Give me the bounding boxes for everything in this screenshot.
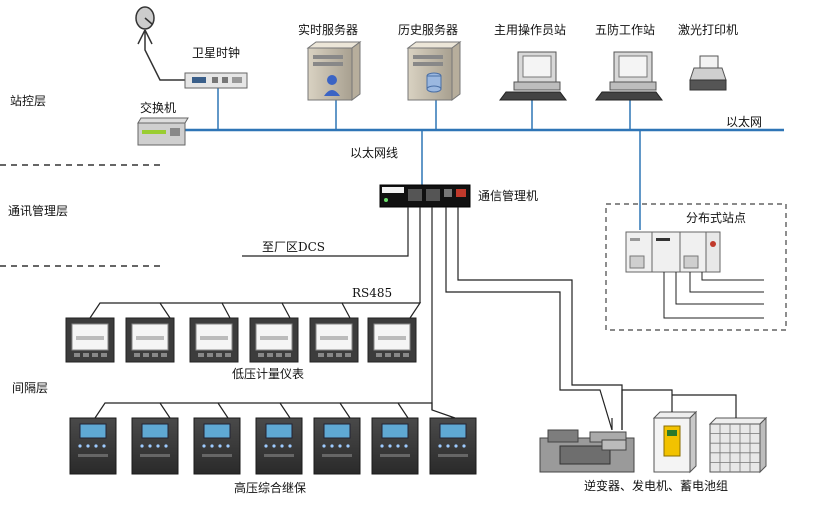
generator-icon — [539, 429, 635, 473]
switch-device — [137, 117, 189, 146]
hv-relay-icon — [429, 417, 477, 475]
layer-label-comm: 通讯管理层 — [8, 203, 68, 218]
inverter-cabinet-icon — [652, 410, 698, 474]
laser-printer-icon — [689, 55, 727, 91]
history-server-label: 历史服务器 — [398, 22, 458, 37]
lv-meter-icon — [367, 317, 417, 363]
operator-workstation-icon — [499, 51, 567, 101]
generation-group-label: 逆变器、发电机、蓄电池组 — [584, 478, 728, 493]
laser-printer-label: 激光打印机 — [678, 23, 738, 37]
battery-bank-icon — [708, 416, 768, 474]
hv-relay-chain — [94, 402, 456, 419]
lv-meters-label: 低压计量仪表 — [232, 367, 304, 381]
hv-relay-icon — [131, 417, 179, 475]
distributed-station-modules — [625, 231, 721, 273]
operator-station-label: 主用操作员站 — [494, 22, 566, 37]
hv-relay-icon — [69, 417, 117, 475]
switch-label: 交换机 — [140, 100, 176, 115]
bus-drops — [217, 88, 641, 230]
comm-manager-label: 通信管理机 — [478, 188, 538, 203]
satellite-dish-icon — [135, 6, 185, 81]
hv-relay-icon — [371, 417, 419, 475]
layer-label-station: 站控层 — [10, 94, 46, 108]
hv-relay-icon — [313, 417, 361, 475]
hv-relays — [69, 417, 477, 475]
lv-meters — [65, 317, 417, 363]
generation-wires — [611, 389, 737, 430]
gps-clock-device — [184, 72, 248, 89]
ethernet-cable-label: 以太网线 — [350, 145, 398, 160]
distributed-station-wires — [663, 272, 764, 319]
hv-relay-icon — [255, 417, 303, 475]
hv-relays-label: 高压综合继保 — [234, 480, 306, 495]
layer-separators — [0, 164, 160, 267]
five-defense-workstation-icon — [595, 51, 663, 101]
rs485-label: RS485 — [352, 286, 392, 300]
realtime-server-icon — [306, 41, 362, 101]
distributed-station-label: 分布式站点 — [686, 211, 746, 225]
lv-meter-icon — [125, 317, 175, 363]
distributed-station-box — [605, 203, 787, 331]
hv-relay-icon — [193, 417, 241, 475]
dcs-label: 至厂区DCS — [262, 240, 325, 254]
rs485-trunks — [419, 207, 623, 431]
gps-clock-label: 卫星时钟 — [192, 45, 240, 60]
ethernet-label: 以太网 — [726, 114, 762, 129]
lv-meter-icon — [249, 317, 299, 363]
lv-meter-icon — [65, 317, 115, 363]
comm-manager-device — [379, 184, 471, 208]
history-server-icon — [406, 41, 462, 101]
lv-meter-icon — [189, 317, 239, 363]
lv-meter-chain — [89, 302, 422, 319]
realtime-server-label: 实时服务器 — [298, 22, 358, 37]
dcs-link — [242, 207, 409, 257]
five-defense-station-label: 五防工作站 — [595, 22, 655, 37]
layer-label-bay: 间隔层 — [12, 381, 48, 395]
lv-meter-icon — [309, 317, 359, 363]
